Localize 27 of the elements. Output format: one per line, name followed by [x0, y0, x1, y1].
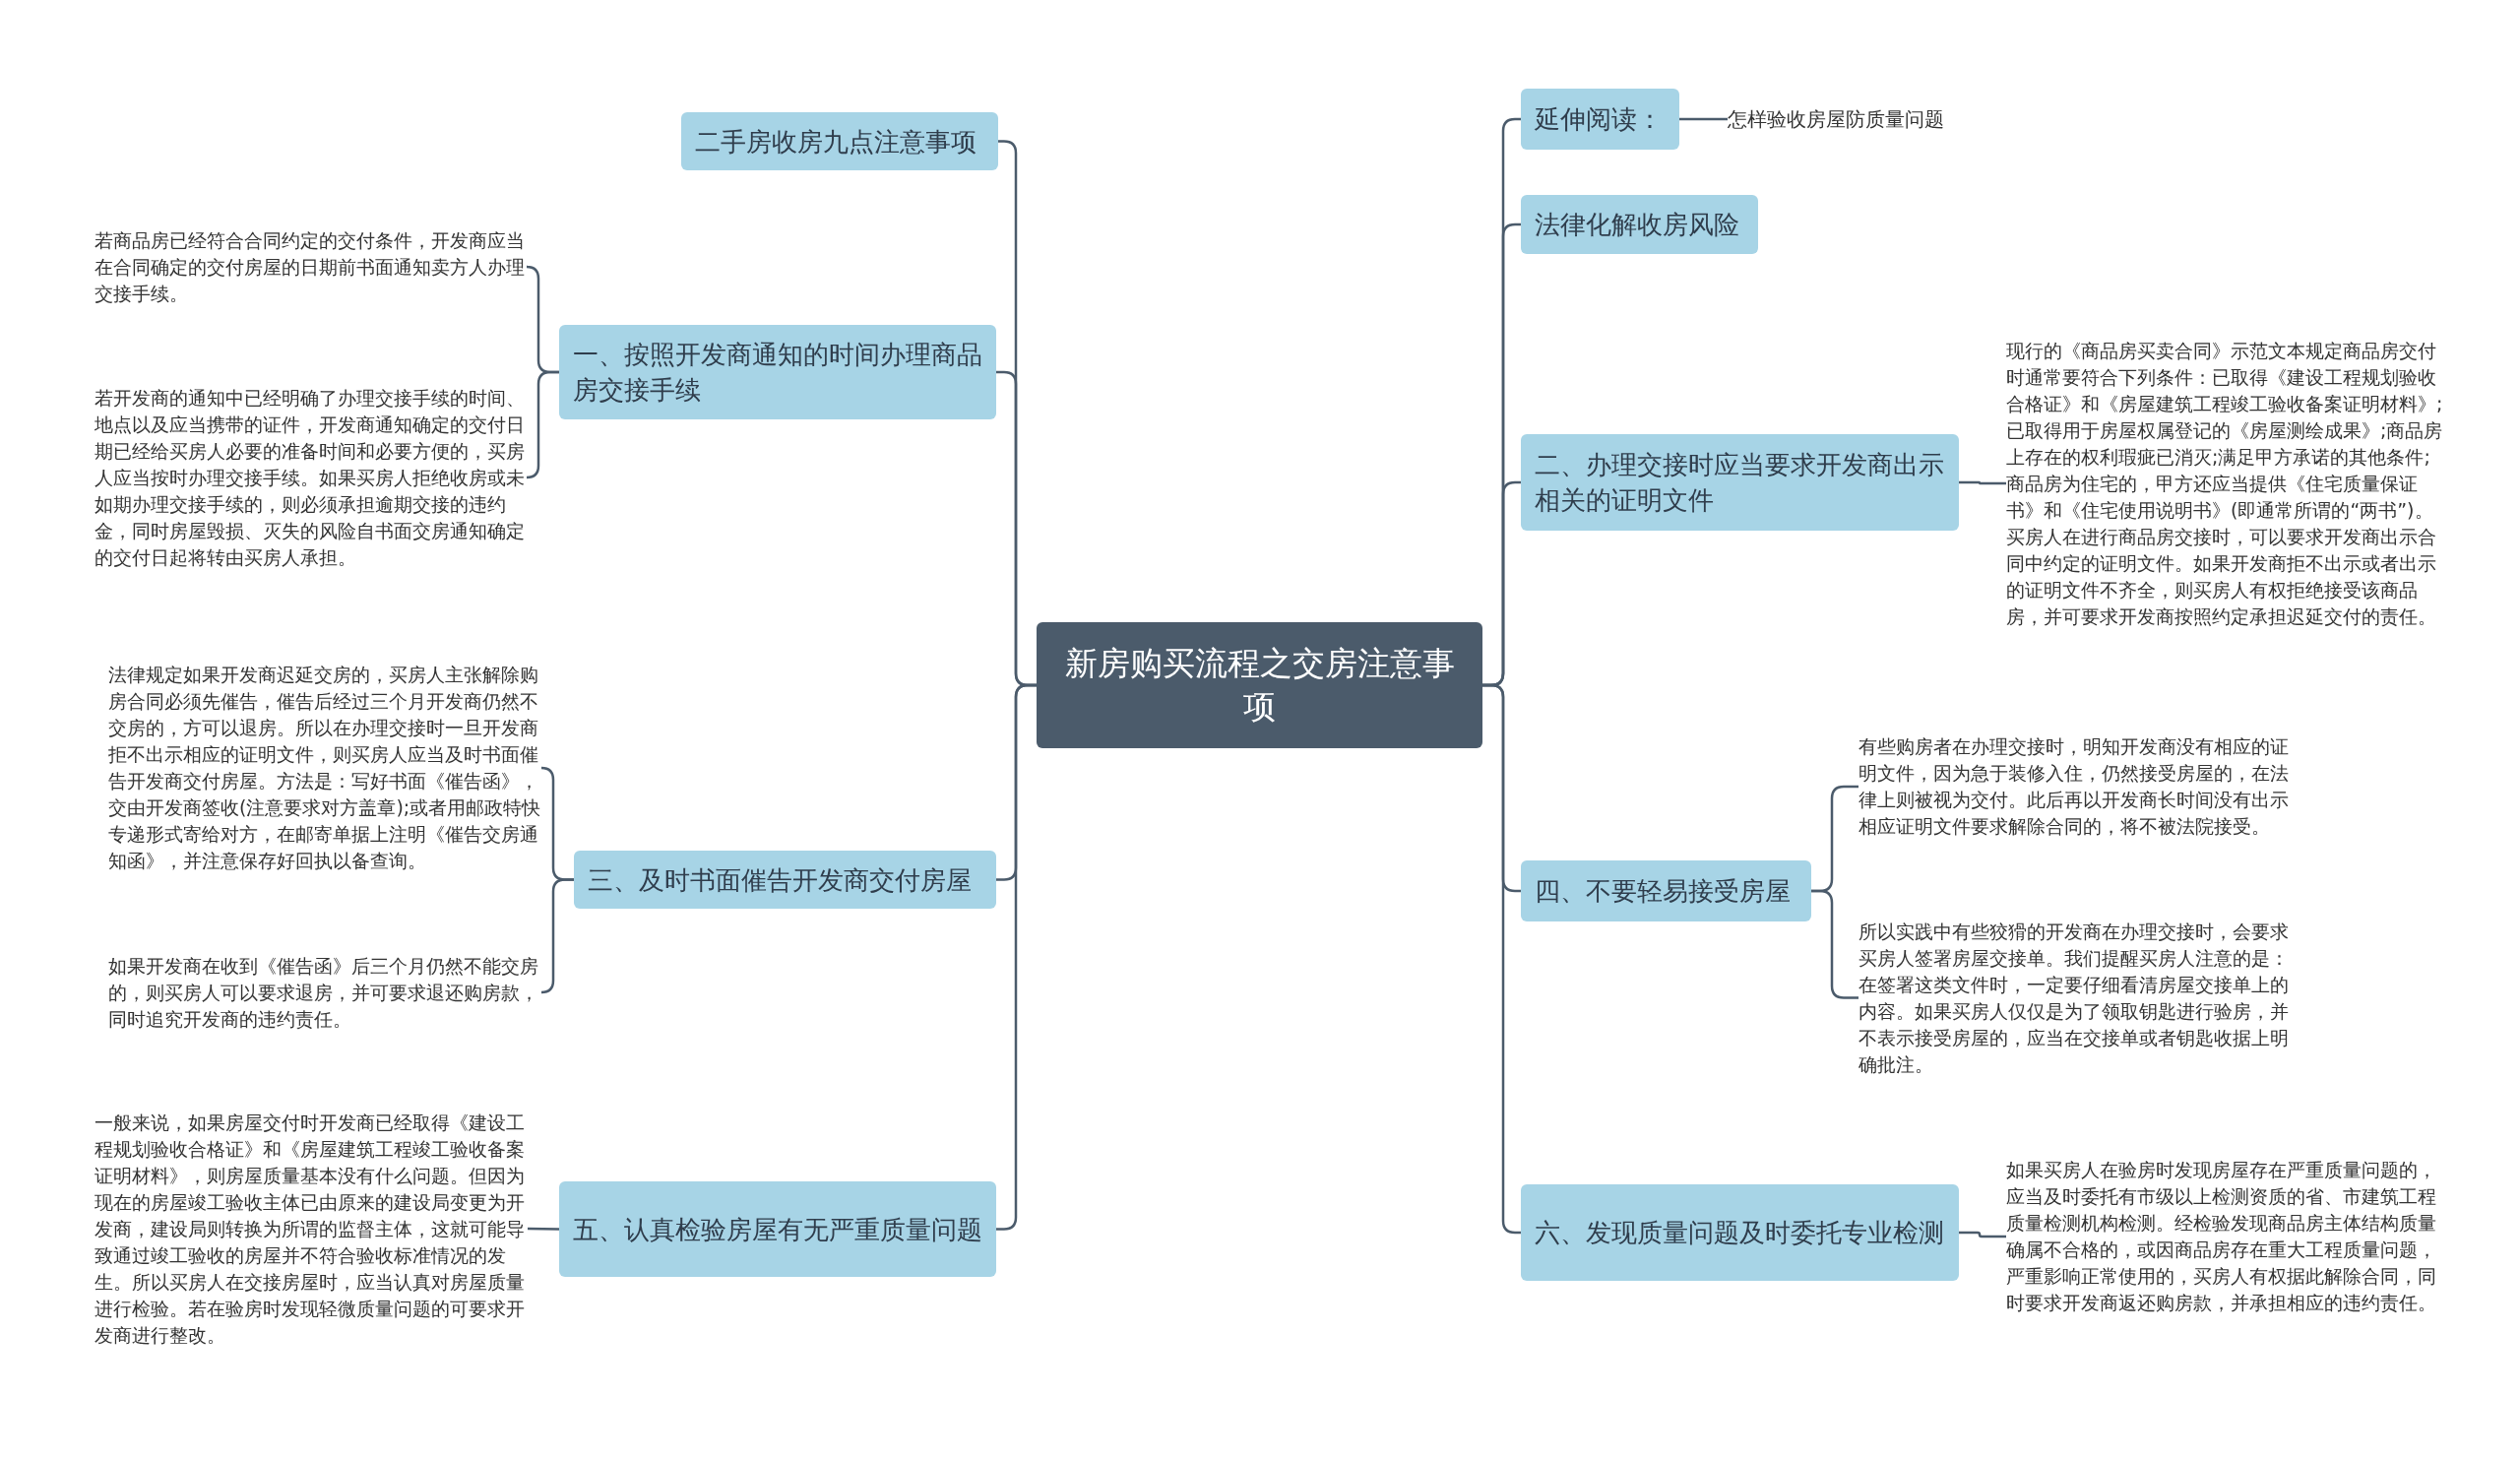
topic-box: 一、按照开发商通知的时间办理商品房交接手续 — [559, 325, 996, 419]
connector — [1959, 1231, 2006, 1238]
connector — [996, 683, 1037, 1231]
topic-box: 二手房收房九点注意事项 — [681, 112, 998, 170]
topic-box: 五、认真检验房屋有无严重质量问题 — [559, 1181, 996, 1277]
note-text: 有些购房者在办理交接时，明知开发商没有相应的证明文件，因为急于装修入住，仍然接受房屋的，在法律上则被视为交付。此后再以开发商长时间没有出示相应证明文件要求解除合同的，将不被法院接受。 — [1858, 719, 2296, 855]
note-text: 一般来说，如果房屋交付时开发商已经取得《建设工程规划验收合格证》和《房屋建筑工程竣工验收备案证明材料》，则房屋质量基本没有什么问题。但因为现在的房屋竣工验收主体已由原来的建设局变更为开发商，建设局则转换为所谓的监督主体，这就可能导致通过竣工验收的房屋并不符合验收标准情况的发生。所以买房人在交接房屋时，应当认真对房屋质量进行检验。若在验房时发现轻微质量问题的可要求开发商进行整改。 — [94, 1095, 528, 1363]
note-text: 如果买房人在验房时发现房屋存在严重质量问题的，应当及时委托有市级以上检测资质的省、市建筑工程质量检测机构检测。经检验发现商品房主体结构质量确属不合格的，或因商品房存在重大工程质量问题，严重影响正常使用的，买房人有权据此解除合同，同时要求开发商返还购房款，并承担相应的违约责任。 — [2006, 1142, 2443, 1331]
connector — [527, 1227, 560, 1231]
note-text: 如果开发商在收到《催告函》后三个月仍然不能交房的，则买房人可以要求退房，并可要求退还购房款，同时追究开发商的违约责任。 — [108, 951, 541, 1034]
topic-box: 三、及时书面催告开发商交付房屋 — [574, 851, 996, 909]
connector — [525, 370, 559, 479]
note-text: 若开发商的通知中已经明确了办理交接手续的时间、地点以及应当携带的证件，开发商通知确定的交付日期已经给买房人必要的准备时间和必要方便的，买房人应当按时办理交接手续。如果买房人拒绝收房或未如期办理交接手续的，则必须承担逾期交接的违约金，同时房屋毁损、灭失的风险自书面交房通知确定的交付日起将转由买房人承担。 — [94, 370, 528, 585]
topic-box: 四、不要轻易接受房屋 — [1521, 860, 1811, 921]
note-text: 法律规定如果开发商迟延交房的，买房人主张解除购房合同必须先催告，催告后经过三个月开发商仍然不交房的，方可以退房。所以在办理交接时一旦开发商拒不出示相应的证明文件，则买房人应当及时书面催告开发商交付房屋。方法是：写好书面《催告函》，交由开发商签收(注意要求对方盖章);或者用邮政特快专递形式寄给对方，在邮寄单据上注明《催告交房通知函》，并注意保存好回执以备查询。 — [108, 647, 541, 889]
note-text: 现行的《商品房买卖合同》示范文本规定商品房交付时通常要符合下列条件：已取得《建设工程规划验收合格证》和《房屋建筑工程竣工验收备案证明材料》;已取得用于房屋权属登记的《房屋测绘成果》;商品房上存在的权利瑕疵已消灭;满足甲方承诺的其他条件;商品房为住宅的，甲方还应当提供《住宅质量保证书》和《住宅使用说明书》(即通常所谓的“两书”)。买房人在进行商品房交接时，可以要求开发商出示合同中约定的证明文件。如果开发商拒不出示或者出示的证明文件不齐全，则买房人有权拒绝接受该商品房，并可要求开发商按照约定承担迟延交付的责任。 — [2006, 309, 2443, 658]
note-text: 怎样验收房屋防质量问题 — [1728, 105, 1984, 133]
note-text: 若商品房已经符合合同约定的交付条件，开发商应当在合同确定的交付房屋的日期前书面通知卖方人办理交接手续。 — [94, 224, 528, 309]
connector — [539, 878, 574, 994]
topic-box: 二、办理交接时应当要求开发商出示相关的证明文件 — [1521, 434, 1959, 531]
topic-box: 法律化解收房风险 — [1521, 195, 1758, 254]
topic-box: 延伸阅读： — [1521, 89, 1679, 150]
connector — [1959, 480, 2006, 485]
connector — [1679, 117, 1728, 121]
note-text: 所以实践中有些狡猾的开发商在办理交接时，会要求买房人签署房屋交接单。我们提醒买房人注意的是：在签署这类文件时，一定要仔细看清房屋交接单上的内容。如果买房人仅仅是为了领取钥匙进行验房，并不表示接受房屋的，应当在交接单或者钥匙收据上明确批注。 — [1858, 917, 2296, 1079]
topic-box: 六、发现质量问题及时委托专业检测 — [1521, 1184, 1959, 1281]
central-topic-box: 新房购买流程之交房注意事项 — [1037, 622, 1482, 748]
